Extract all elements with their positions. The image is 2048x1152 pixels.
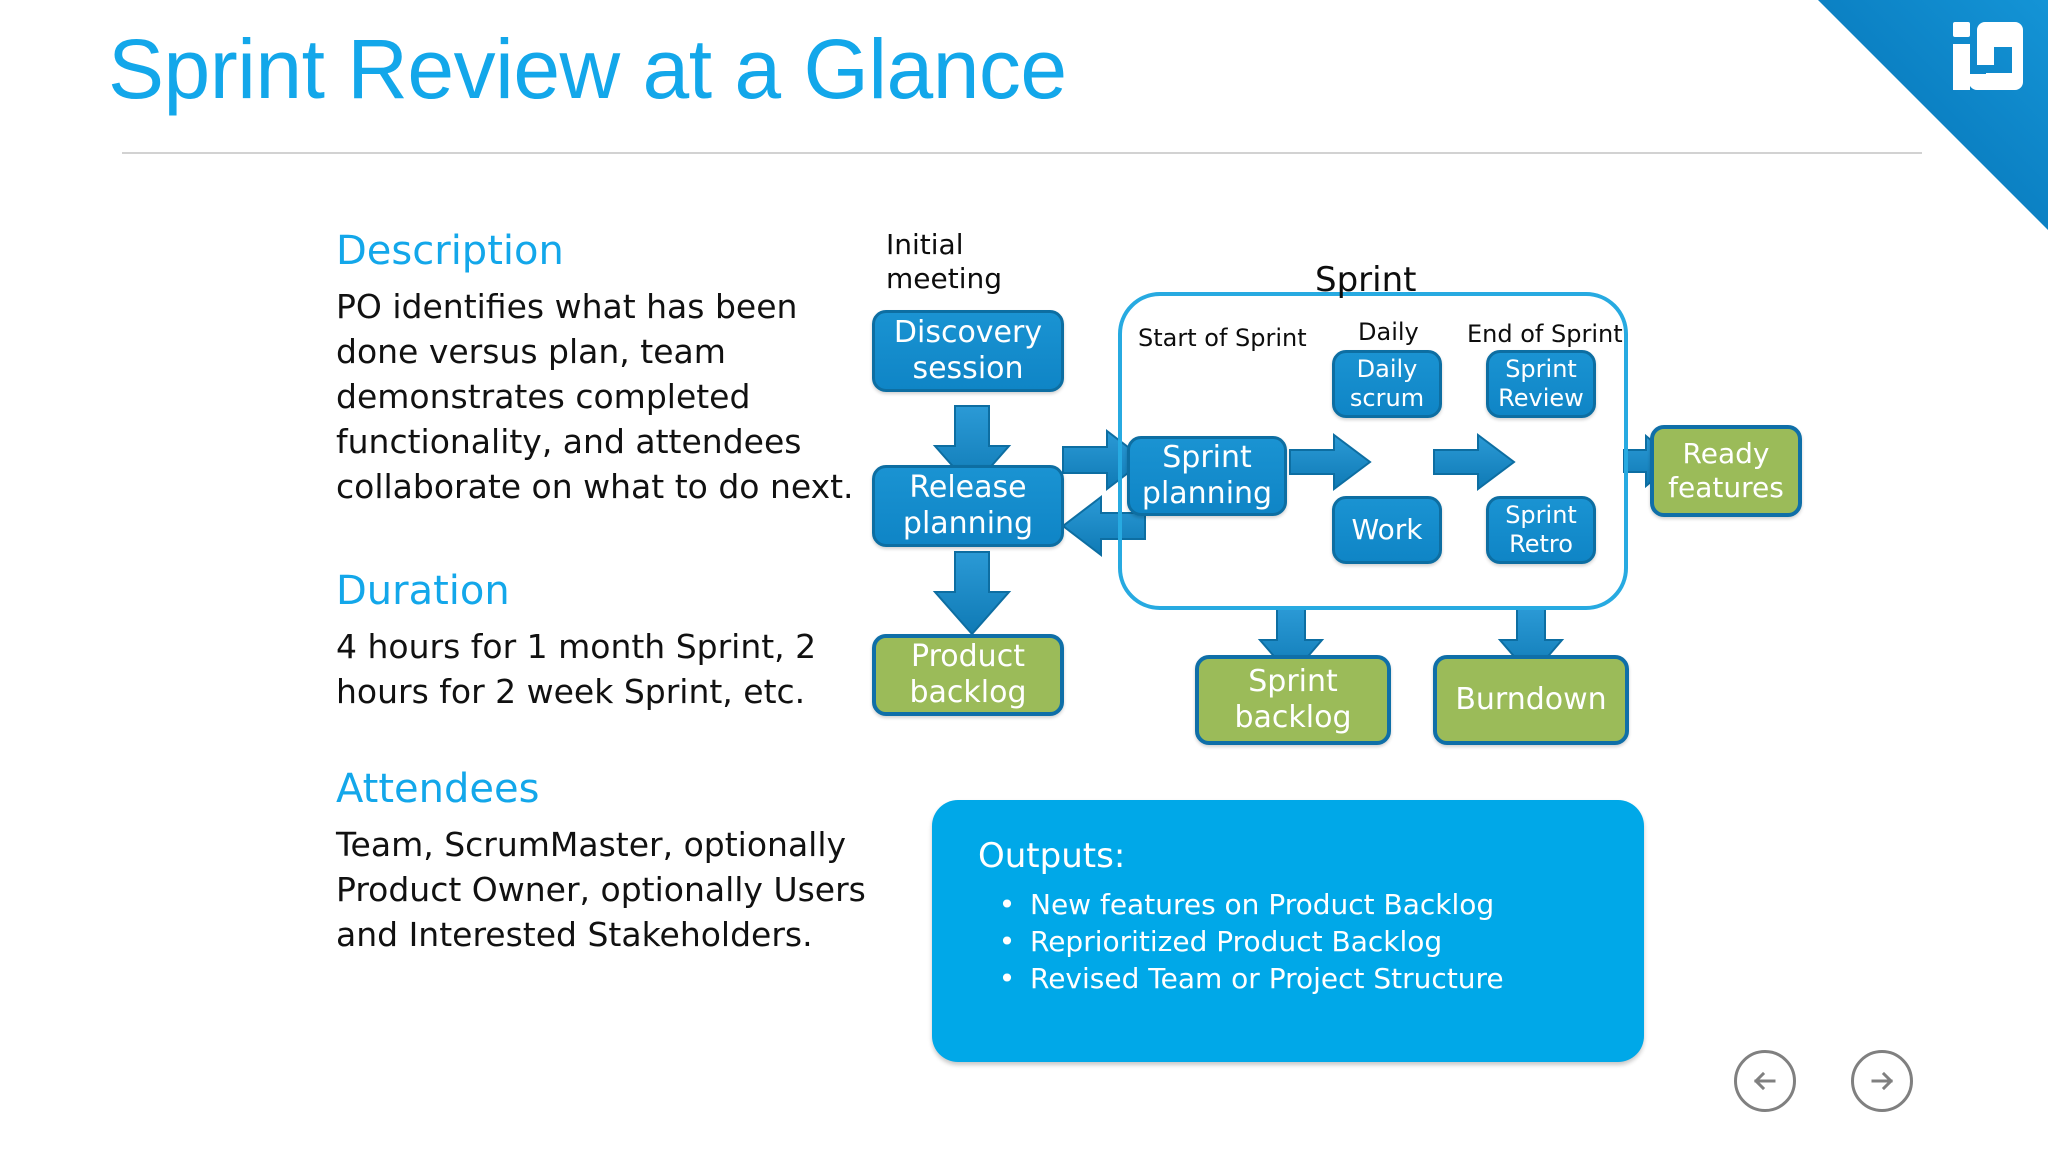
next-slide-button[interactable] [1851,1050,1913,1112]
list-item: • Reprioritized Product Backlog [984,924,1644,961]
section-body-attendees: Team, ScrumMaster, optionally Product Ow… [336,825,866,954]
label-end-of-sprint: End of Sprint [1467,320,1623,348]
arrow-sprintplanning-to-daily [1289,433,1372,491]
label-initial-meeting: Initial meeting [886,228,1003,295]
sprint-container-frame [1118,292,1628,610]
outputs-item-text: Reprioritized Product Backlog [1030,924,1443,958]
node-work[interactable]: Work [1332,496,1442,564]
list-item: • New features on Product Backlog [984,887,1644,924]
arrow-left-icon [1753,1071,1776,1091]
node-release-planning[interactable]: Release planning [872,465,1064,547]
node-burndown[interactable]: Burndown [1433,655,1629,745]
node-product-backlog[interactable]: Product backlog [872,634,1064,716]
label-daily: Daily [1358,318,1419,346]
arrow-release-to-product-backlog [932,551,1012,636]
section-body-description: PO identifies what has been done versus … [336,287,854,506]
bullet-icon: • [998,961,1016,995]
outputs-title: Outputs: [978,836,1126,876]
section-body-duration: 4 hours for 1 month Sprint, 2 hours for … [336,627,817,711]
label-start-of-sprint: Start of Sprint [1138,324,1307,352]
node-ready-features[interactable]: Ready features [1650,425,1802,517]
node-sprint-retro[interactable]: Sprint Retro [1486,496,1596,564]
section-heading-attendees: Attendees [336,766,540,812]
arrow-daily-to-review [1433,433,1516,491]
outputs-item-text: Revised Team or Project Structure [1030,961,1504,995]
list-item: • Revised Team or Project Structure [984,961,1644,998]
node-daily-scrum[interactable]: Daily scrum [1332,350,1442,418]
node-discovery-session[interactable]: Discovery session [872,310,1064,392]
arrow-sprint-to-release [1061,494,1146,558]
node-sprint-review[interactable]: Sprint Review [1486,350,1596,418]
page-title: Sprint Review at a Glance [108,22,1067,116]
bullet-icon: • [998,924,1016,958]
node-sprint-planning[interactable]: Sprint planning [1127,436,1287,516]
arrow-right-icon [1871,1071,1894,1091]
node-sprint-backlog[interactable]: Sprint backlog [1195,655,1391,745]
section-heading-description: Description [336,228,564,274]
id-brand-logo-icon [1953,22,2023,90]
outputs-item-text: New features on Product Backlog [1030,887,1495,921]
section-heading-duration: Duration [336,568,510,614]
title-divider [122,152,1922,154]
bullet-icon: • [998,887,1016,921]
arrow-release-to-sprint [1062,428,1147,492]
outputs-callout: Outputs: • New features on Product Backl… [932,800,1644,1062]
label-sprint: Sprint [1315,260,1417,300]
previous-slide-button[interactable] [1734,1050,1796,1112]
